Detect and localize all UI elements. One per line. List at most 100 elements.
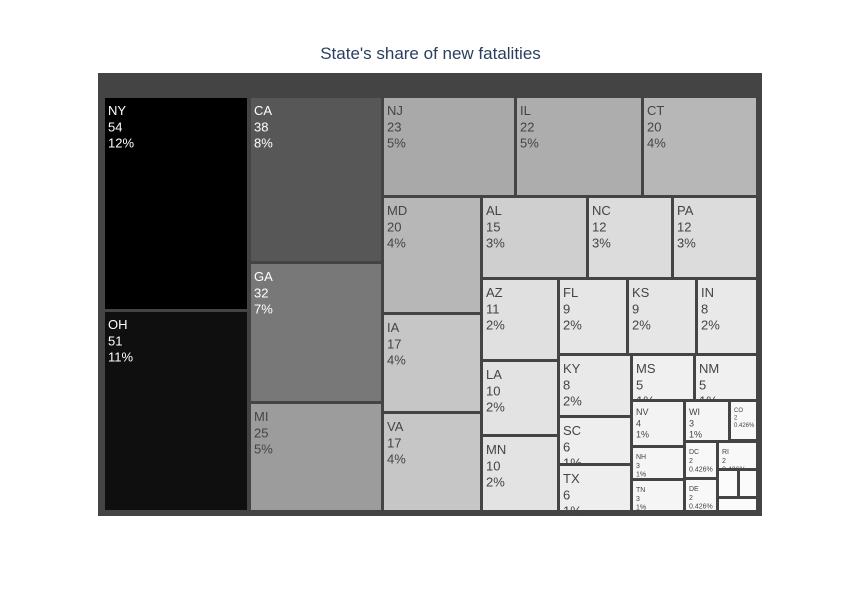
tile-value-ny: 54 (108, 119, 122, 134)
tile-label-in: IN (701, 285, 714, 300)
tile-value-co: 2 (734, 416, 738, 422)
tile-value-mn: 10 (486, 458, 500, 473)
tile-nv[interactable] (633, 402, 683, 445)
tile-value-md: 20 (387, 219, 401, 234)
tile-percent-nj: 5% (387, 136, 406, 151)
tile-unlabeled-34[interactable] (740, 471, 756, 496)
tile-label-ms: MS (636, 361, 656, 376)
tile-oh[interactable] (105, 312, 247, 510)
tile-unlabeled-35[interactable] (719, 499, 756, 510)
tile-pa[interactable] (674, 198, 756, 277)
tile-label-oh: OH (108, 317, 128, 332)
tile-label-va: VA (387, 419, 404, 434)
tile-percent-fl: 2% (563, 318, 582, 333)
tile-label-ky: KY (563, 361, 581, 376)
tile-label-az: AZ (486, 285, 503, 300)
tile-value-ks: 9 (632, 301, 639, 316)
tile-value-tx: 6 (563, 487, 570, 502)
tile-ny[interactable] (105, 98, 247, 309)
tile-percent-al: 3% (486, 236, 505, 251)
tile-percent-tx: 1% (563, 504, 582, 519)
tile-tx[interactable] (560, 466, 630, 510)
tile-fl[interactable] (560, 280, 626, 353)
tile-ia[interactable] (384, 315, 480, 411)
tile-in[interactable] (698, 280, 756, 353)
tile-percent-md: 4% (387, 236, 406, 251)
tile-percent-nc: 3% (592, 236, 611, 251)
tile-ct[interactable] (644, 98, 756, 195)
tile-ky[interactable] (560, 356, 630, 415)
tile-percent-co: 0.426% (734, 423, 755, 429)
tile-value-la: 10 (486, 383, 500, 398)
tile-value-nv: 4 (636, 418, 641, 428)
tile-percent-oh: 11% (108, 350, 133, 365)
tile-percent-ri: 0.426% (722, 467, 746, 474)
tile-value-al: 15 (486, 219, 500, 234)
tile-value-mi: 25 (254, 425, 268, 440)
tile-sc[interactable] (560, 418, 630, 463)
tile-ms[interactable] (633, 356, 693, 399)
tile-label-ga: GA (254, 269, 273, 284)
tile-az[interactable] (483, 280, 557, 359)
tile-value-tn: 3 (636, 496, 640, 503)
tile-la[interactable] (483, 362, 557, 434)
tile-label-wi: WI (689, 407, 700, 417)
tile-label-md: MD (387, 203, 407, 218)
tile-de[interactable] (686, 480, 716, 510)
tile-ri[interactable] (719, 443, 756, 468)
tile-nc[interactable] (589, 198, 671, 277)
tile-percent-mn: 2% (486, 475, 505, 490)
tile-percent-az: 2% (486, 318, 505, 333)
tile-percent-de: 0.426% (689, 504, 713, 511)
tile-percent-ga: 7% (254, 302, 273, 317)
tile-nm[interactable] (696, 356, 756, 399)
tile-ks[interactable] (629, 280, 695, 353)
tile-value-ri: 2 (722, 458, 726, 465)
tile-label-sc: SC (563, 423, 581, 438)
tile-percent-nh: 1% (636, 472, 646, 479)
tile-value-pa: 12 (677, 219, 691, 234)
tile-tn[interactable] (633, 481, 683, 510)
tile-label-nv: NV (636, 407, 649, 417)
tile-label-nm: NM (699, 361, 719, 376)
tile-label-al: AL (486, 203, 502, 218)
tile-il[interactable] (517, 98, 641, 195)
tile-value-il: 22 (520, 119, 534, 134)
tile-nh[interactable] (633, 448, 683, 478)
tile-label-dc: DC (689, 449, 699, 456)
tile-percent-mi: 5% (254, 442, 273, 457)
tile-ga[interactable] (251, 264, 381, 401)
tile-percent-la: 2% (486, 400, 505, 415)
tile-dc[interactable] (686, 443, 716, 477)
tile-percent-dc: 0.426% (689, 467, 713, 474)
tile-value-ga: 32 (254, 285, 268, 300)
tile-mi[interactable] (251, 404, 381, 510)
tile-percent-nv: 1% (636, 430, 649, 440)
tile-unlabeled-33[interactable] (719, 471, 737, 496)
tile-percent-ia: 4% (387, 353, 406, 368)
tile-co[interactable] (731, 402, 756, 439)
tile-value-ms: 5 (636, 377, 643, 392)
tile-label-il: IL (520, 103, 531, 118)
tile-percent-ks: 2% (632, 318, 651, 333)
tile-label-ri: RI (722, 449, 729, 456)
tile-percent-ca: 8% (254, 136, 273, 151)
tile-label-ca: CA (254, 103, 272, 118)
tile-ca[interactable] (251, 98, 381, 261)
tile-label-nc: NC (592, 203, 611, 218)
tile-al[interactable] (483, 198, 586, 277)
tile-nj[interactable] (384, 98, 514, 195)
tile-va[interactable] (384, 414, 480, 510)
tile-value-sc: 6 (563, 439, 570, 454)
tile-percent-il: 5% (520, 136, 539, 151)
tile-label-mi: MI (254, 409, 268, 424)
tile-label-tn: TN (636, 487, 645, 494)
tile-value-de: 2 (689, 495, 693, 502)
tile-wi[interactable] (686, 402, 728, 440)
tile-value-in: 8 (701, 301, 708, 316)
tile-md[interactable] (384, 198, 480, 312)
tile-value-oh: 51 (108, 333, 122, 348)
tile-value-nc: 12 (592, 219, 606, 234)
tile-mn[interactable] (483, 437, 557, 510)
